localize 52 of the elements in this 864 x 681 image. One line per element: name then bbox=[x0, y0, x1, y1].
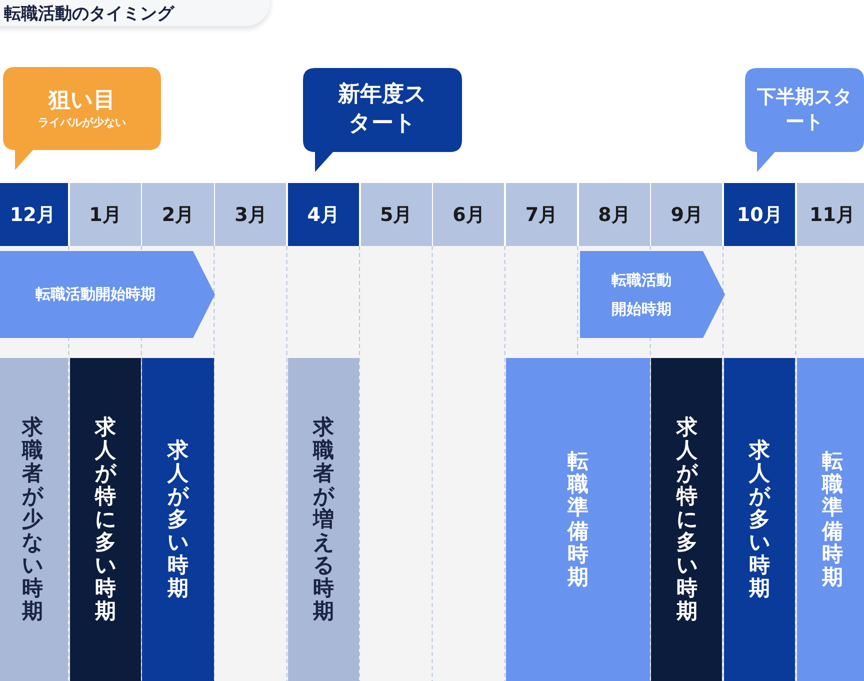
month-label: 8月 bbox=[598, 202, 630, 228]
callout-bubble bbox=[745, 68, 864, 172]
month-header bbox=[506, 183, 578, 246]
month-header bbox=[724, 183, 796, 246]
callout-heading: 下半期スタート bbox=[757, 85, 852, 135]
callout-heading: 狙い目 bbox=[48, 87, 116, 116]
month-label: 1月 bbox=[89, 202, 122, 228]
month-header bbox=[360, 183, 432, 246]
month-label: 12月 bbox=[10, 202, 56, 228]
period-label: 求人が特に多い時期 bbox=[676, 416, 698, 624]
month-label: 7月 bbox=[525, 202, 558, 228]
period-label: 転職準備時期 bbox=[567, 450, 588, 589]
month-header bbox=[578, 183, 650, 246]
period-bar bbox=[724, 358, 796, 681]
month-label: 10月 bbox=[736, 202, 782, 228]
month-header bbox=[651, 183, 722, 246]
callout-bubble bbox=[303, 68, 462, 172]
phase-arrow bbox=[0, 251, 215, 338]
period-bar bbox=[288, 358, 359, 681]
month-header bbox=[796, 183, 864, 246]
callout-subtext: ライバルが少ない bbox=[38, 116, 126, 130]
callout-heading: 新年度スタート bbox=[336, 81, 428, 138]
period-bar bbox=[0, 358, 68, 681]
month-header bbox=[142, 183, 214, 246]
phase-arrow bbox=[580, 251, 725, 338]
period-label: 求人が多い時期 bbox=[167, 438, 188, 600]
period-label: 求人が特に多い時期 bbox=[94, 416, 116, 624]
period-label: 転職準備時期 bbox=[822, 450, 843, 589]
callout-bubble bbox=[3, 67, 161, 170]
month-label: 9月 bbox=[670, 202, 703, 228]
month-label: 6月 bbox=[452, 202, 485, 228]
month-header bbox=[288, 183, 359, 246]
month-header bbox=[433, 183, 504, 246]
period-label: 求職者が少ない時期 bbox=[22, 416, 44, 624]
month-header bbox=[215, 183, 286, 246]
month-label: 4月 bbox=[307, 202, 340, 228]
month-header bbox=[70, 183, 141, 246]
month-label: 11月 bbox=[810, 202, 855, 228]
month-label: 3月 bbox=[234, 202, 267, 228]
month-label: 2月 bbox=[162, 202, 194, 228]
period-bar bbox=[142, 358, 214, 681]
period-label: 求職者が増える時期 bbox=[312, 416, 334, 624]
period-label: 求人が多い時期 bbox=[749, 438, 770, 600]
month-label: 5月 bbox=[380, 202, 412, 228]
period-bar bbox=[796, 358, 864, 681]
phase-label: 転職活動開始時期 bbox=[610, 270, 672, 320]
title: 転職活動のタイミング bbox=[4, 3, 174, 25]
month-header bbox=[0, 183, 68, 246]
period-bar bbox=[651, 358, 722, 681]
period-bar bbox=[70, 358, 141, 681]
period-bar bbox=[506, 358, 650, 681]
phase-label: 転職活動開始時期 bbox=[36, 284, 156, 306]
